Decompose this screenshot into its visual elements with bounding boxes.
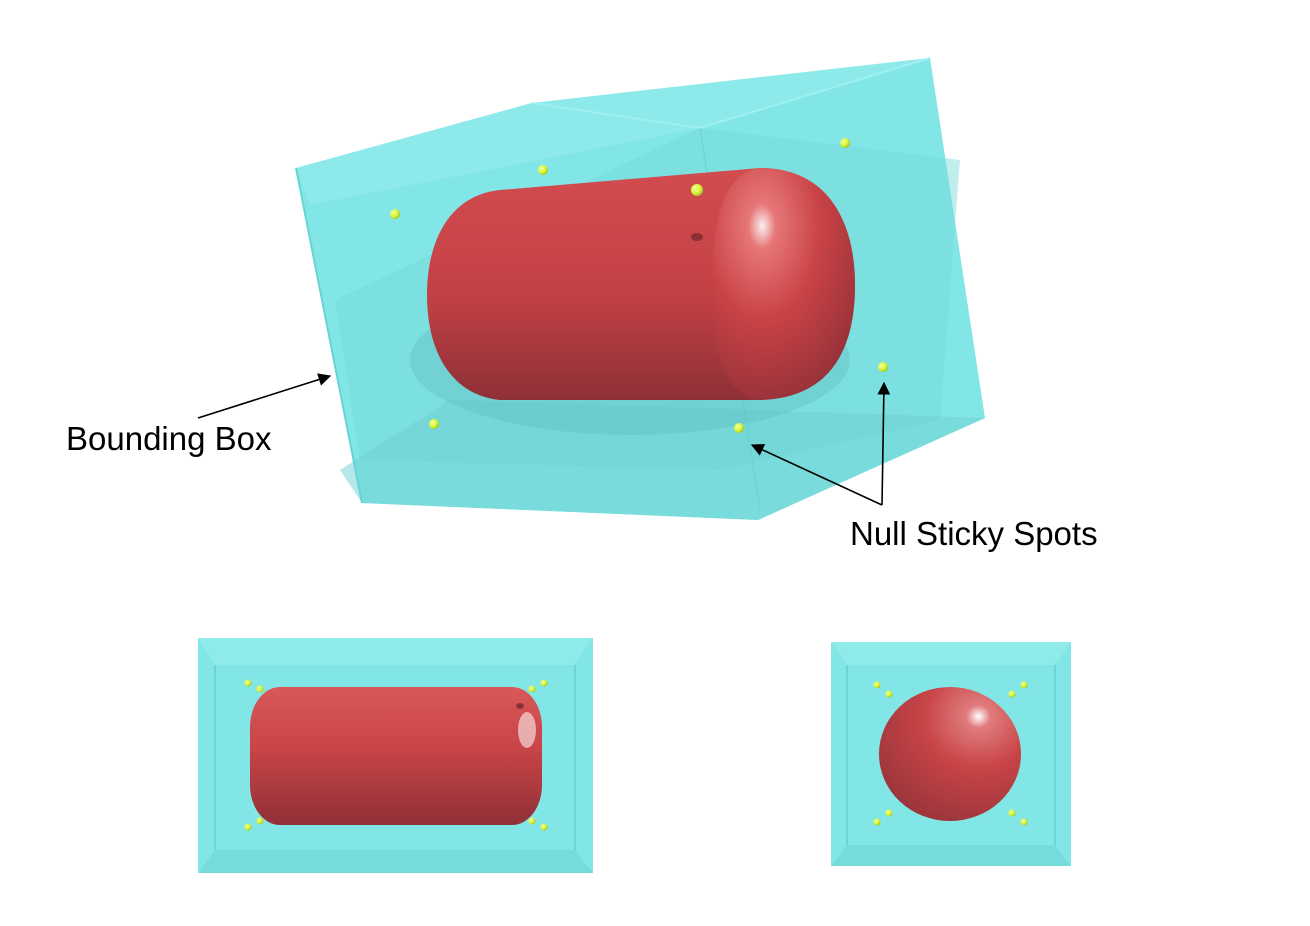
cylinder-dark-spot	[516, 703, 524, 709]
sticky-spot	[885, 809, 893, 817]
sticky-spot	[734, 423, 744, 433]
sticky-spots	[244, 679, 548, 831]
sticky-spot	[878, 362, 888, 372]
sticky-spot	[256, 817, 264, 825]
bounding-box-inner-face	[831, 642, 1071, 665]
end-view	[831, 642, 1071, 866]
bounding-box-edge	[295, 167, 363, 504]
bounding-box-inner-face	[198, 850, 593, 873]
perspective-view	[197, 57, 985, 520]
sticky-spot	[540, 823, 548, 831]
sticky-spot	[1008, 809, 1016, 817]
sticky-spot	[885, 690, 893, 698]
bounding-box-label: Bounding Box	[66, 420, 272, 457]
null-sticky-spots-label: Null Sticky Spots	[850, 515, 1098, 552]
cylinder-end-cap	[712, 168, 855, 400]
sticky-spot	[540, 679, 548, 687]
sticky-spot	[873, 681, 881, 689]
bounding-box-arrow	[197, 373, 332, 419]
cylinder-highlight	[518, 712, 536, 748]
sticky-spot	[691, 184, 703, 196]
sticky-spot	[429, 419, 439, 429]
sticky-spot	[256, 685, 264, 693]
sticky-spot	[244, 823, 252, 831]
sticky-spot	[538, 165, 548, 175]
cylinder-side	[250, 687, 542, 825]
sticky-spot	[840, 138, 850, 148]
bounding-box-top-face	[296, 58, 930, 205]
bounding-box-inner-face	[198, 638, 593, 665]
sticky-spot	[528, 817, 536, 825]
bounding-box-edge	[699, 57, 931, 129]
bounding-box-edge	[531, 102, 701, 129]
sticky-spot	[528, 685, 536, 693]
cylinder	[427, 168, 855, 400]
sticky-spot	[873, 818, 881, 826]
cylinder-end	[879, 687, 1021, 821]
sticky-spot	[1008, 690, 1016, 698]
sticky-spot-arrow	[877, 381, 891, 506]
sticky-spot	[1020, 818, 1028, 826]
sticky-spots	[390, 138, 888, 433]
bounding-box-inner-face	[831, 845, 1071, 866]
side-view	[198, 638, 593, 873]
sticky-spot	[244, 679, 252, 687]
cylinder-dark-spot	[691, 233, 703, 241]
sticky-spot	[1020, 681, 1028, 689]
sticky-spots	[873, 681, 1028, 826]
sticky-spot	[390, 209, 400, 219]
bounding-box-bottom-face	[340, 400, 985, 520]
sticky-spot-arrow	[750, 444, 883, 506]
